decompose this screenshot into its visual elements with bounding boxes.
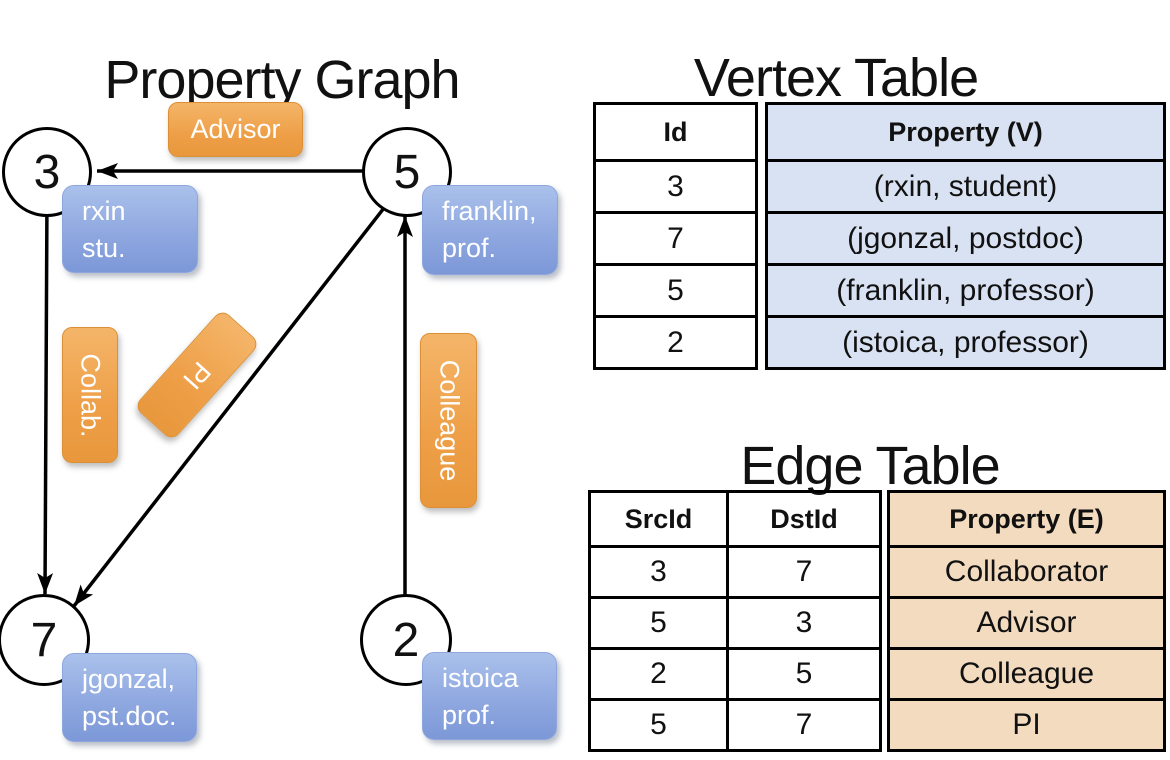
node-id: 7 bbox=[30, 613, 58, 667]
node-id: 5 bbox=[393, 145, 421, 199]
table-cell: Advisor bbox=[890, 596, 1163, 647]
table-cell: (istoica, professor) bbox=[768, 315, 1163, 367]
table-cell: Collaborator bbox=[890, 545, 1163, 596]
vertex-property-line: stu. bbox=[82, 233, 126, 263]
vertex-table-property-column: Property (V) (rxin, student) (jgonzal, p… bbox=[765, 102, 1166, 370]
table-cell: 5 bbox=[591, 698, 726, 749]
edge-label-text: Advisor bbox=[190, 114, 281, 144]
edge-label-advisor: Advisor bbox=[168, 102, 303, 157]
table-cell: Colleague bbox=[890, 647, 1163, 698]
table-cell: 7 bbox=[596, 211, 755, 263]
edge-collab-3-to-7 bbox=[37, 194, 54, 595]
vertex-property-box-rxin: rxin stu. bbox=[62, 185, 198, 273]
table-cell: 7 bbox=[726, 698, 879, 749]
table-cell: 2 bbox=[591, 647, 726, 698]
graph-edges bbox=[37, 163, 413, 615]
table-cell: 3 bbox=[591, 545, 726, 596]
property-graph-title: Property Graph bbox=[104, 50, 460, 111]
edge-table-id-columns: SrcId DstId 3 7 5 3 2 5 5 7 bbox=[588, 490, 882, 752]
table-cell: (franklin, professor) bbox=[768, 263, 1163, 315]
vertex-property-line: jgonzal, bbox=[82, 664, 176, 694]
vertex-property-line: istoica bbox=[442, 663, 519, 693]
node-id: 2 bbox=[392, 613, 420, 667]
property-graph-panel: Property Graph 3 5 7 2 rxin stu. frankli… bbox=[0, 50, 558, 742]
vertex-property-box-franklin: franklin, prof. bbox=[422, 185, 558, 275]
edge-label-text: Colleague bbox=[434, 359, 464, 482]
edge-table-property-column: Property (E) Collaborator Advisor Collea… bbox=[887, 490, 1166, 752]
edge-label-collab: Collab. bbox=[62, 327, 118, 463]
vertex-table-title: Vertex Table bbox=[693, 48, 979, 109]
vertex-property-line: pst.doc. bbox=[82, 701, 177, 731]
vertex-property-line: prof. bbox=[442, 233, 497, 263]
table-cell: 5 bbox=[596, 263, 755, 315]
vertex-table-property-header: Property (V) bbox=[768, 105, 1163, 159]
edge-table-srcid-header: SrcId bbox=[624, 503, 693, 534]
table-cell: 5 bbox=[726, 647, 879, 698]
vertex-property-line: prof. bbox=[442, 700, 497, 730]
table-cell: 3 bbox=[726, 596, 879, 647]
edge-label-text: Collab. bbox=[75, 352, 106, 438]
node-id: 3 bbox=[33, 145, 61, 199]
edge-label-colleague: Colleague bbox=[420, 333, 477, 508]
vertex-property-box-jgonzal: jgonzal, pst.doc. bbox=[62, 653, 197, 742]
vertex-table-id-column: Id 3 7 5 2 bbox=[593, 102, 758, 370]
table-cell: 5 bbox=[591, 596, 726, 647]
table-cell: (rxin, student) bbox=[768, 159, 1163, 211]
edge-table-title: Edge Table bbox=[740, 436, 1000, 497]
vertex-table-id-header: Id bbox=[663, 116, 688, 147]
graph-node-5: 5 bbox=[362, 127, 452, 217]
table-cell: (jgonzal, postdoc) bbox=[768, 211, 1163, 263]
table-cell: 7 bbox=[726, 545, 879, 596]
table-cell: PI bbox=[890, 698, 1163, 749]
graph-node-2: 2 bbox=[360, 594, 452, 686]
vertex-property-line: rxin bbox=[82, 196, 126, 226]
vertex-property-line: franklin, bbox=[442, 196, 537, 226]
edge-pi-5-to-7 bbox=[72, 188, 400, 608]
edge-table-dstid-header: DstId bbox=[726, 493, 879, 545]
edge-label-text: PI bbox=[177, 355, 218, 395]
edge-table-property-header: Property (E) bbox=[890, 493, 1163, 545]
vertex-property-box-istoica: istoica prof. bbox=[422, 652, 557, 740]
table-cell: 2 bbox=[596, 315, 755, 367]
table-cell: 3 bbox=[596, 159, 755, 211]
